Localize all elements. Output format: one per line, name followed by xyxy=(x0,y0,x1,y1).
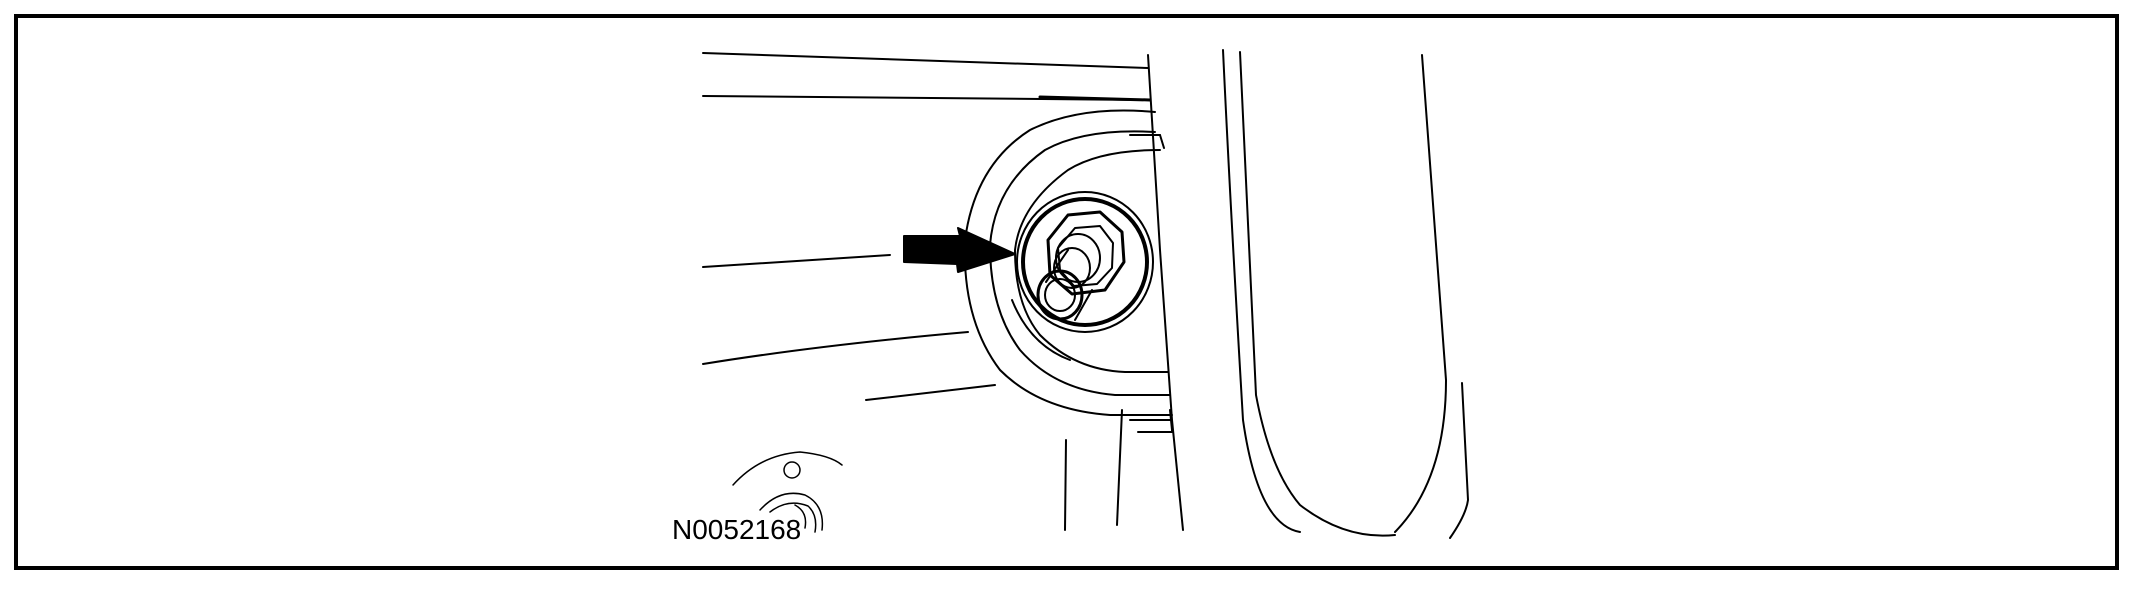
background-structure-lines xyxy=(702,52,1152,401)
view-orientation-symbol xyxy=(732,451,843,533)
nut-assembly xyxy=(1016,191,1154,333)
figure-reference-code: N0052168 xyxy=(672,514,802,545)
side-rail xyxy=(1222,49,1469,539)
callout-arrow xyxy=(903,227,1016,273)
